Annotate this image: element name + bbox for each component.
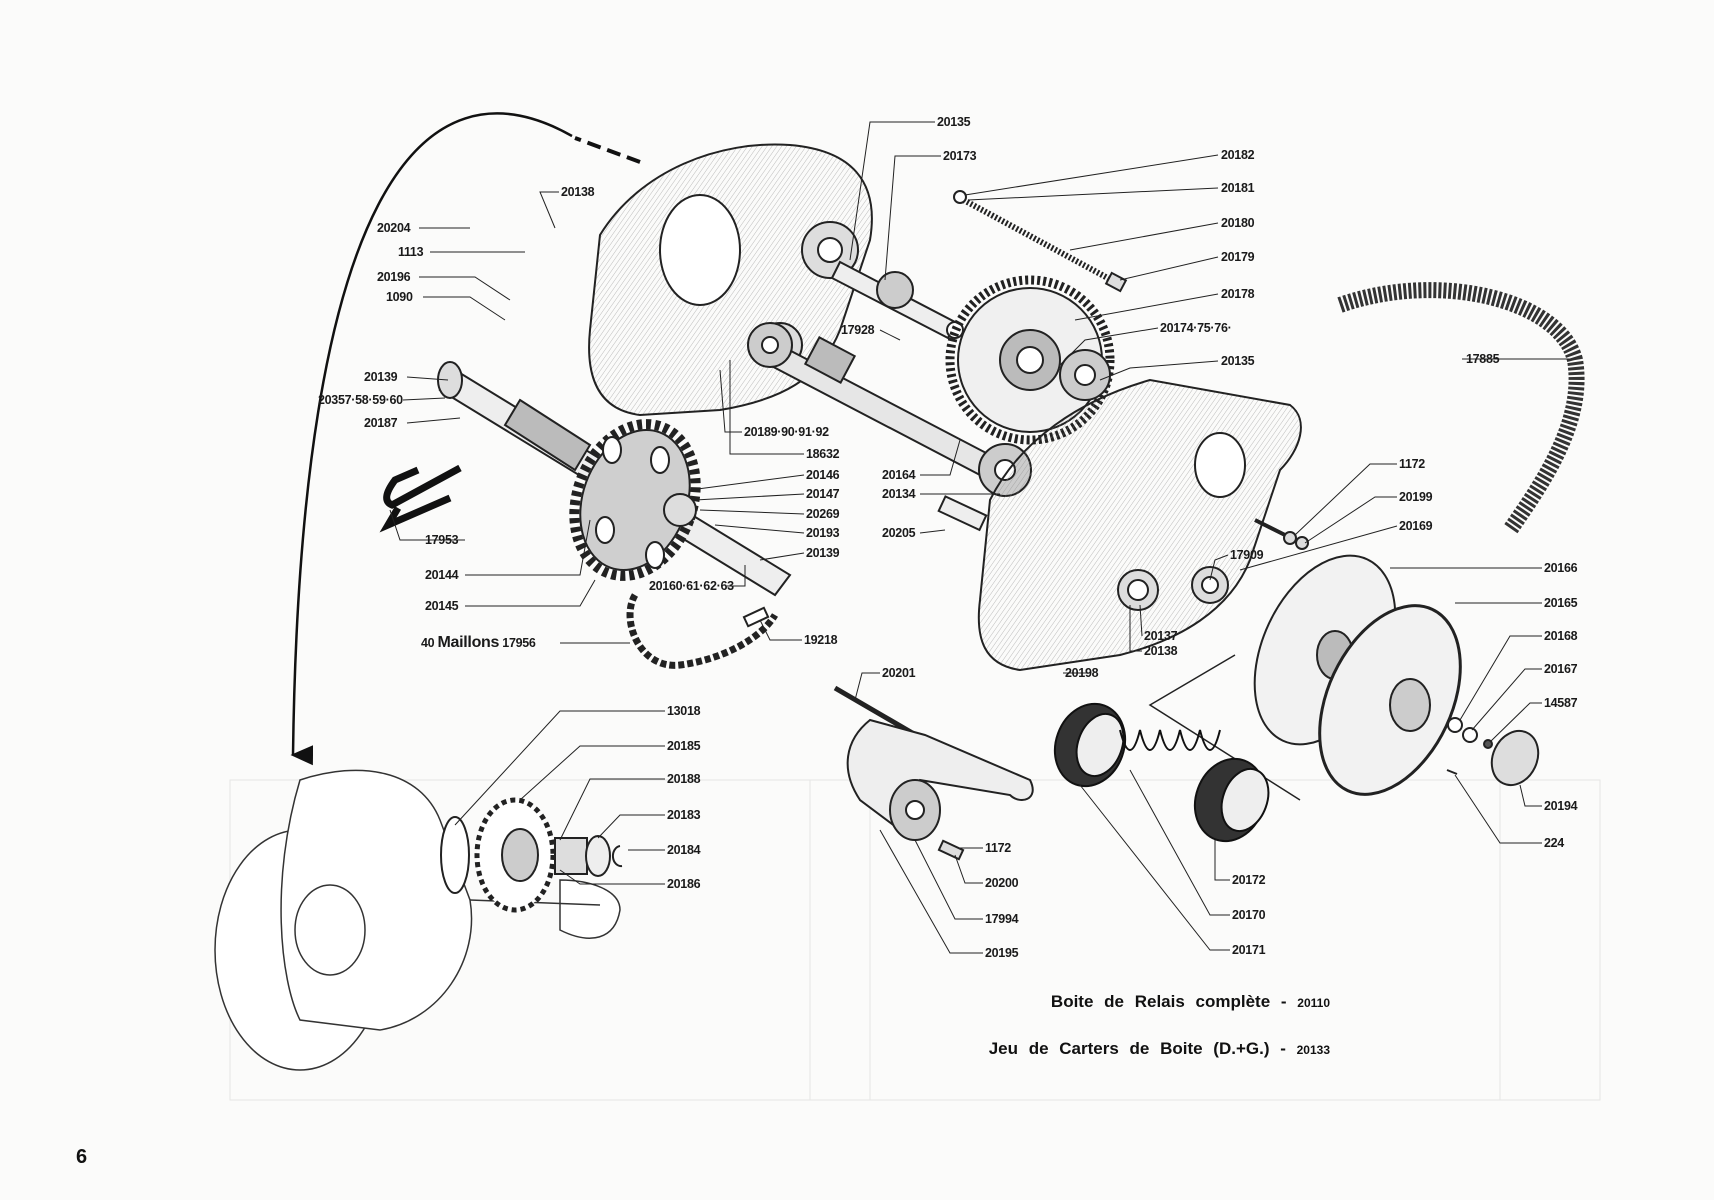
part-label: 20137 (1144, 629, 1178, 643)
part-label: 19218 (804, 633, 838, 647)
leader-lines (389, 121, 1570, 954)
part-label: 20146 (806, 468, 840, 482)
part-label: 20147 (806, 487, 840, 501)
part-label: 20168 (1544, 629, 1578, 643)
part-label: 20198 (1065, 666, 1099, 680)
part-label: 20183 (667, 808, 701, 822)
part-label: 14587 (1544, 696, 1578, 710)
pedal-sprocket (569, 419, 701, 581)
part-label: 20172 (1232, 873, 1266, 887)
part-label: 20139 (806, 546, 840, 560)
caption-case-set: Jeu de Carters de Boite (D.+G.) - 20133 (989, 1039, 1330, 1059)
clip-part (379, 464, 462, 533)
part-label: 20205 (882, 526, 916, 540)
part-label: 17885 (1466, 352, 1500, 366)
caption-text: Jeu de Carters de Boite (D.+G.) - (988, 1039, 1286, 1058)
page-number: 6 (76, 1146, 88, 1168)
part-label: 20200 (985, 876, 1019, 890)
part-label: 20201 (882, 666, 916, 680)
part-label: 20170 (1232, 908, 1266, 922)
chain-tensioner (833, 685, 1034, 861)
part-label: 20204 (377, 221, 411, 235)
part-label: 20189·90·91·92 (744, 425, 829, 439)
part-label: 20135 (937, 115, 971, 129)
part-label: 20199 (1399, 490, 1433, 504)
part-label: 17994 (985, 912, 1019, 926)
part-label: 20174·75·76· (1160, 321, 1232, 335)
part-label: 20184 (667, 843, 701, 857)
part-label: 1090 (386, 290, 413, 304)
part-label: 20169 (1399, 519, 1433, 533)
part-label: 1172 (1399, 457, 1425, 471)
part-label: 20164 (882, 468, 916, 482)
part-label: 20357·58·59·60 (318, 393, 403, 407)
part-label: 20165 (1544, 596, 1578, 610)
chain-link-part (742, 606, 770, 628)
part-label: 20167 (1544, 662, 1578, 676)
part-label: 20160·61·62·63 (649, 579, 734, 593)
chain-link-count: 40 (421, 636, 435, 650)
pulley-disks (1148, 554, 1540, 801)
part-label: 18632 (806, 447, 840, 461)
part-label: 20179 (1221, 250, 1255, 264)
caption-complete-box: Boite de Relais complète - 20110 (1051, 992, 1330, 1012)
part-label: 20182 (1221, 148, 1255, 162)
part-label: 20188 (667, 772, 701, 786)
part-label: 20196 (377, 270, 411, 284)
part-label: 20173 (943, 149, 977, 163)
output-shaft (830, 260, 964, 340)
part-label: 20134 (882, 487, 916, 501)
drive-belt (1337, 282, 1585, 535)
part-label: 1172 (985, 841, 1011, 855)
part-label: 17909 (1230, 548, 1264, 562)
chain-part-number: 17956 (502, 636, 536, 650)
part-label: 20145 (425, 599, 459, 613)
part-label: 20187 (364, 416, 398, 430)
part-label: 20139 (364, 370, 398, 384)
adjuster-screw (953, 190, 1128, 293)
crank-housing (214, 769, 621, 1071)
right-gearbox-case (937, 349, 1302, 672)
part-label: 20138 (561, 185, 595, 199)
part-label: 17953 (425, 533, 459, 547)
part-label: 20194 (1544, 799, 1578, 813)
part-label: 20193 (806, 526, 840, 540)
assembly-arrow (290, 112, 641, 766)
pedal-freewheel (440, 797, 623, 913)
part-label: 20186 (667, 877, 701, 891)
caption-text: Boite de Relais complète - (1050, 992, 1287, 1011)
part-label: 20144 (425, 568, 459, 582)
part-label: 20178 (1221, 287, 1255, 301)
part-label: 20171 (1232, 943, 1266, 957)
part-label: 20269 (806, 507, 840, 521)
part-label: 20138 (1144, 644, 1178, 658)
part-label: 20166 (1544, 561, 1578, 575)
part-label: 20135 (1221, 354, 1255, 368)
part-label: 224 (1544, 836, 1564, 850)
caption-part-number: 20110 (1297, 996, 1330, 1010)
chain-label: 40 Maillons 17956 (421, 634, 536, 652)
large-gear (945, 275, 1115, 445)
bolt-part (1254, 518, 1309, 550)
part-label: 1113 (398, 245, 424, 259)
clutch-rollers (1053, 702, 1270, 843)
part-label: 17928 (841, 323, 875, 337)
part-label: 20181 (1221, 181, 1255, 195)
part-label: 20185 (667, 739, 701, 753)
caption-part-number: 20133 (1296, 1043, 1330, 1057)
part-label: 13018 (667, 704, 701, 718)
chain-word: Maillons (437, 634, 500, 651)
part-label: 20195 (985, 946, 1019, 960)
part-label: 20180 (1221, 216, 1255, 230)
drive-chain (626, 593, 778, 669)
